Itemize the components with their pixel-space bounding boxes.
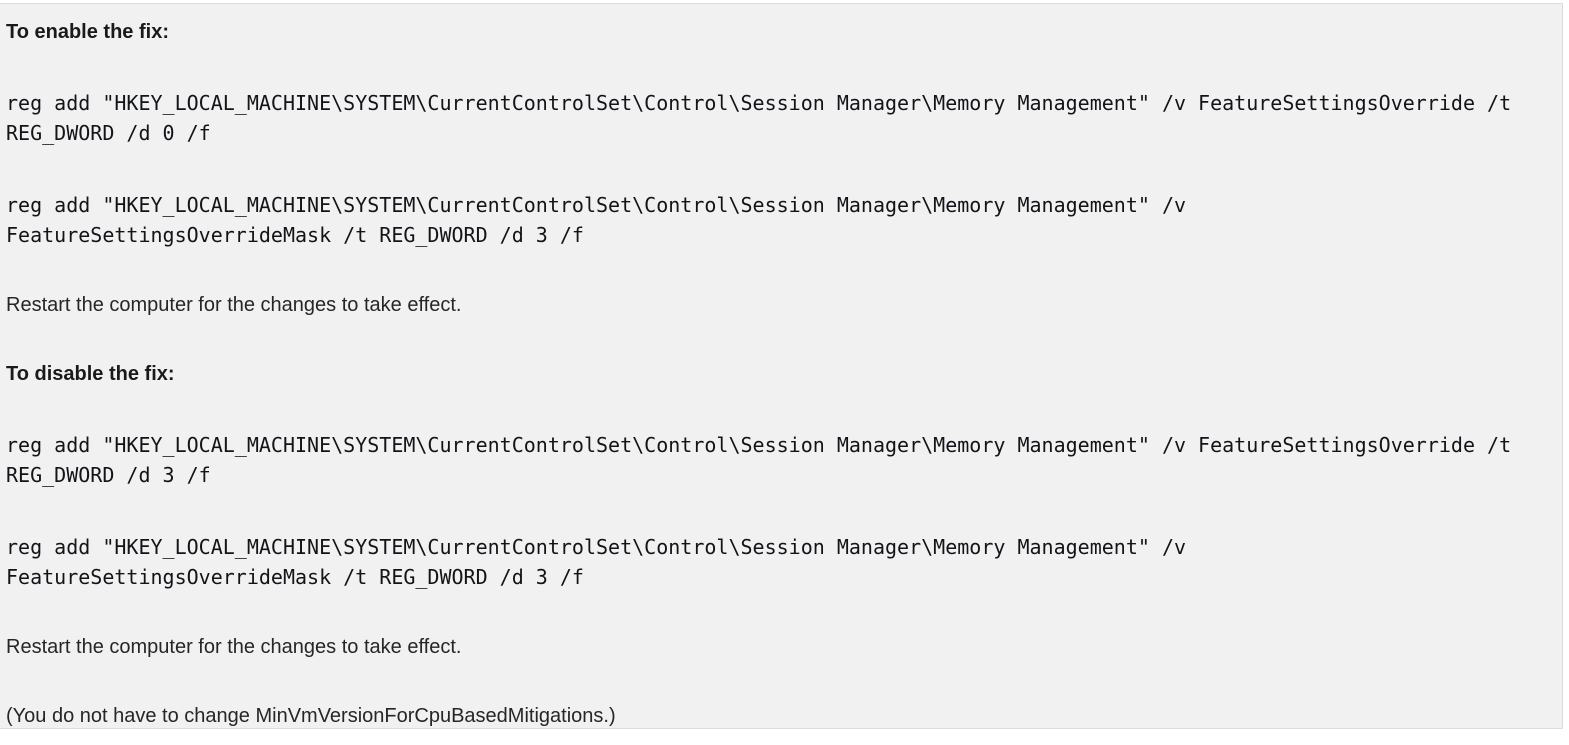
enable-override-mask-command: reg add "HKEY_LOCAL_MACHINE\SYSTEM\Curre… (6, 190, 1554, 250)
code-line: reg add "HKEY_LOCAL_MACHINE\SYSTEM\Curre… (6, 91, 1512, 115)
code-line: REG_DWORD /d 3 /f (6, 463, 211, 487)
disable-restart-note: Restart the computer for the changes to … (6, 636, 462, 658)
disable-fix-heading: To disable the fix: (6, 363, 175, 385)
content-panel: To enable the fix: reg add "HKEY_LOCAL_M… (0, 3, 1563, 729)
code-line: REG_DWORD /d 0 /f (6, 121, 211, 145)
code-line: reg add "HKEY_LOCAL_MACHINE\SYSTEM\Curre… (6, 193, 1187, 217)
disable-override-command: reg add "HKEY_LOCAL_MACHINE\SYSTEM\Curre… (6, 430, 1554, 490)
code-line: reg add "HKEY_LOCAL_MACHINE\SYSTEM\Curre… (6, 535, 1187, 559)
code-line: reg add "HKEY_LOCAL_MACHINE\SYSTEM\Curre… (6, 433, 1512, 457)
code-line: FeatureSettingsOverrideMask /t REG_DWORD… (6, 565, 584, 589)
enable-restart-note: Restart the computer for the changes to … (6, 294, 462, 316)
disable-override-mask-command: reg add "HKEY_LOCAL_MACHINE\SYSTEM\Curre… (6, 532, 1554, 592)
code-line: FeatureSettingsOverrideMask /t REG_DWORD… (6, 223, 584, 247)
footnote: (You do not have to change MinVmVersionF… (6, 705, 616, 727)
enable-fix-heading: To enable the fix: (6, 21, 169, 43)
enable-override-command: reg add "HKEY_LOCAL_MACHINE\SYSTEM\Curre… (6, 88, 1554, 148)
